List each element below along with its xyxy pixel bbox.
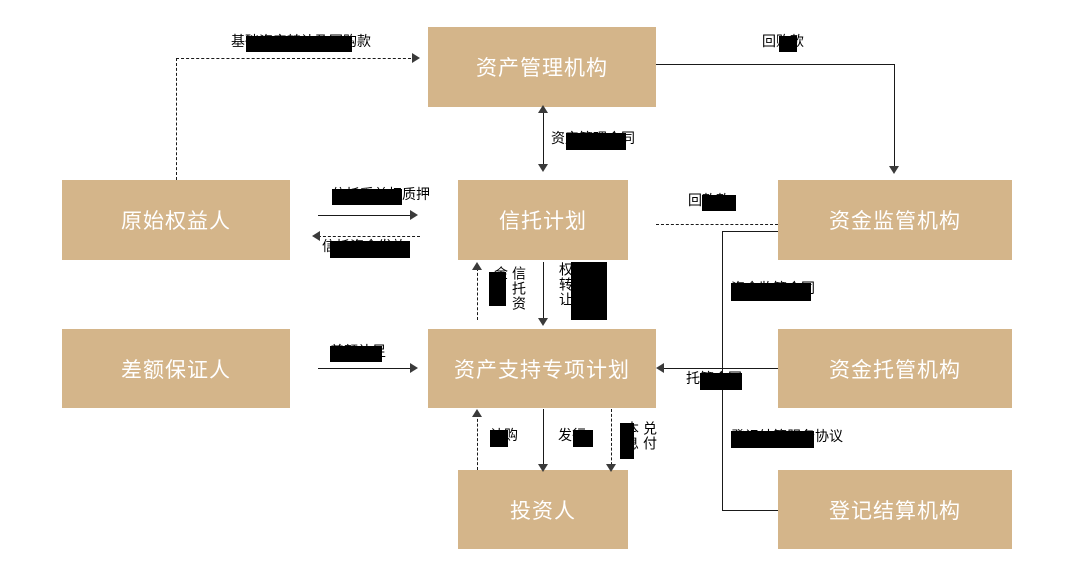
edge-manager-to-supervisor-vertical (894, 64, 895, 170)
edge-trunk-to-registry (722, 510, 778, 511)
arrowhead-into-investor-payment (606, 464, 616, 472)
node-label: 信托计划 (499, 209, 587, 233)
arrowhead-into-trust-plan-bottom (472, 262, 482, 270)
node-trust-plan[interactable]: 信托计划 (458, 180, 628, 260)
edge-investor-subscribe-dashed (477, 414, 478, 470)
edge-manager-to-trust-vertical (543, 107, 544, 167)
arrowhead-into-trust-plan (538, 164, 548, 172)
arrowhead-into-investor-issue (538, 464, 548, 472)
node-label: 资产支持专项计划 (454, 357, 630, 382)
arrowhead-into-abs-plan-bottom-left (472, 409, 482, 417)
redaction-bar-basis-transfer (246, 36, 352, 52)
edge-manager-to-supervisor-horizontal (656, 64, 894, 65)
edge-abs-issue-solid (543, 409, 544, 470)
arrowhead-into-fund-supervisor (889, 166, 899, 174)
arrowhead-into-originator (312, 231, 320, 241)
arrowhead-into-abs-plan-right (656, 363, 664, 373)
edge-trunk-to-abs-horizontal (662, 368, 778, 369)
edge-guarantor-to-abs (318, 368, 414, 369)
redaction-bar-subscribe (490, 430, 508, 447)
node-label: 登记结算机构 (829, 498, 961, 523)
edge-originator-to-manager-vertical (176, 58, 177, 180)
redaction-bar-repurchase-top (779, 36, 797, 52)
redaction-bar-repayment-mid (702, 195, 736, 211)
redaction-bar-trust-funds (330, 241, 410, 258)
node-label: 差额保证人 (121, 357, 231, 382)
node-fund-supervisor[interactable]: 资金监管机构 (778, 180, 1012, 260)
edge-originator-to-trust-solid (318, 215, 414, 216)
redaction-bar-principal-interest (620, 423, 634, 459)
edge-supervisor-repayment-dashed (656, 224, 778, 225)
redaction-bar-trust-capital (489, 272, 506, 306)
edge-trunk-to-supervisor (722, 231, 778, 232)
edge-trust-to-originator-dashed (318, 236, 420, 237)
node-label: 资金托管机构 (829, 357, 961, 382)
redaction-bar-supervision-contract (731, 283, 811, 301)
node-label: 资金监管机构 (829, 209, 961, 233)
edge-trust-to-abs-dashed (477, 268, 478, 320)
edge-originator-to-manager-horizontal (176, 58, 416, 59)
node-originator[interactable]: 原始权益人 (62, 180, 290, 260)
edge-abs-payment-dashed (611, 409, 612, 470)
node-abs-special-plan[interactable]: 资产支持专项计划 (428, 329, 656, 408)
edge-right-trunk-vertical (722, 231, 723, 511)
redaction-bar-issue (573, 430, 593, 447)
redaction-bar-shortfall-coverage (330, 346, 382, 362)
node-asset-manager[interactable]: 资产管理机构 (428, 27, 656, 107)
redaction-bar-registry-agreement (731, 431, 814, 448)
node-registry-clearing[interactable]: 登记结算机构 (778, 470, 1012, 549)
node-fund-custodian[interactable]: 资金托管机构 (778, 329, 1012, 408)
redaction-bar-beneficiary-pledge (332, 189, 402, 205)
edge-spacer-supervise (722, 282, 723, 283)
node-label: 投资人 (510, 498, 576, 523)
redaction-bar-asset-mgmt-contract (566, 133, 626, 150)
arrowhead-into-trust-plan-left (410, 210, 418, 220)
arrowhead-into-abs-plan-left (410, 363, 418, 373)
arrowhead-into-asset-manager-bottom (538, 105, 548, 113)
node-investor[interactable]: 投资人 (458, 470, 628, 549)
edge-abs-to-trust-solid (543, 262, 544, 322)
redaction-bar-beneficiary-transfer (571, 262, 607, 320)
arrowhead-into-abs-plan-top (538, 318, 548, 326)
node-label: 资产管理机构 (476, 56, 608, 80)
arrowhead-into-asset-manager (412, 53, 420, 63)
node-shortfall-guarantor[interactable]: 差额保证人 (62, 329, 290, 408)
node-label: 原始权益人 (121, 209, 231, 233)
redaction-bar-custody-contract (700, 373, 742, 390)
